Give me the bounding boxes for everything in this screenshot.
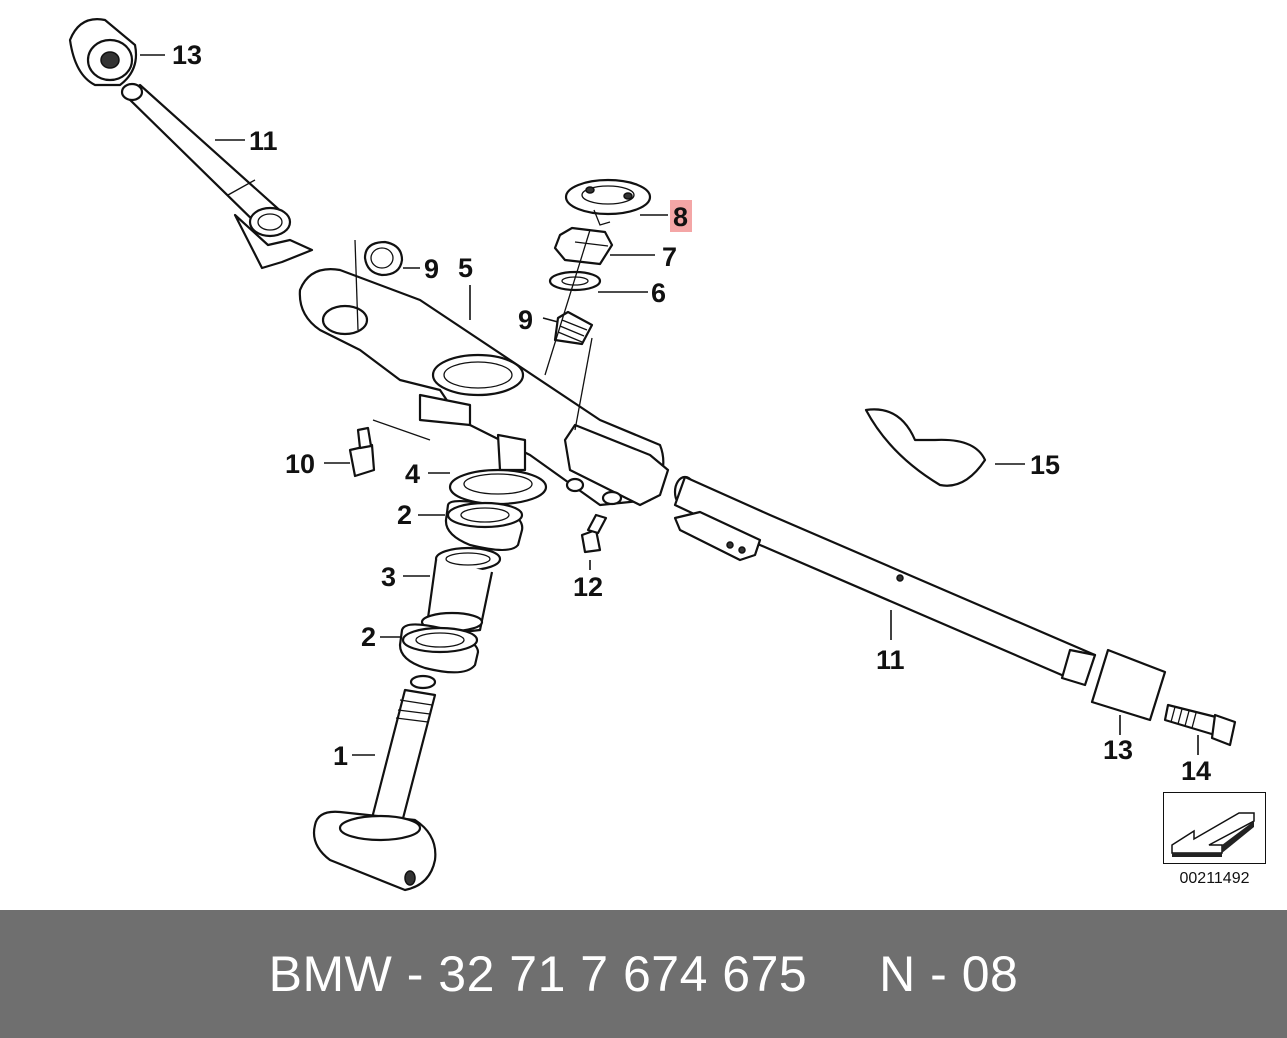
part-number-footer: BMW - 32 71 7 674 675 N - 08 [0, 910, 1287, 1038]
arrow-icon [1171, 812, 1255, 857]
callout-10: 10 [285, 449, 315, 479]
callout-5: 5 [458, 253, 473, 283]
callout-13a: 13 [172, 40, 202, 70]
bearing-2-upper [444, 499, 524, 552]
seal-4 [448, 468, 548, 506]
part-number-text: BMW - 32 71 7 674 675 N - 08 [268, 946, 1019, 1002]
upper-triple-clamp [298, 268, 670, 507]
left-bar-end-weight [68, 18, 138, 87]
callout-9b: 9 [518, 305, 533, 335]
callout-9a: 9 [424, 254, 439, 284]
callout-3: 3 [381, 562, 396, 592]
cap-8 [564, 178, 652, 226]
callout-8: 8 [673, 202, 688, 232]
callout-labels: 13 11 8 7 9 5 6 9 10 4 15 2 12 3 2 11 1 … [172, 40, 1211, 786]
plug-9-top [363, 240, 404, 277]
orientation-reference-box [1163, 792, 1266, 864]
callout-15: 15 [1030, 450, 1060, 480]
leader-lines [140, 54, 1199, 756]
diagram-reference-code: 00211492 [1179, 870, 1250, 887]
sleeve-3 [420, 546, 502, 633]
washer-6 [548, 270, 602, 292]
right-handlebar-tube [673, 475, 1097, 687]
callout-11a: 11 [249, 126, 278, 156]
left-handlebar-tube [120, 82, 314, 270]
nut-7 [553, 226, 614, 266]
exploded-parts-diagram: 13 11 8 7 9 5 6 9 10 4 15 2 12 3 2 11 1 … [68, 18, 1237, 892]
callout-14: 14 [1181, 756, 1211, 786]
callout-13b: 13 [1103, 735, 1133, 765]
callout-4: 4 [405, 459, 420, 489]
cover-15 [864, 408, 987, 487]
spring-pin-9 [553, 310, 594, 346]
bar-end-screw-14 [1163, 703, 1237, 747]
callout-7: 7 [662, 242, 677, 272]
bearing-2-lower [398, 623, 480, 674]
callout-2b: 2 [361, 622, 376, 652]
right-bar-end-weight [1090, 648, 1167, 722]
screw-10 [348, 426, 376, 478]
callout-11b: 11 [876, 645, 905, 675]
bolt-12 [580, 513, 608, 554]
steering-stem-1 [312, 674, 437, 892]
callout-12: 12 [573, 572, 603, 602]
callout-1: 1 [333, 741, 348, 771]
callout-8-highlight [670, 200, 692, 232]
callout-6: 6 [651, 278, 666, 308]
callout-2a: 2 [397, 500, 412, 530]
